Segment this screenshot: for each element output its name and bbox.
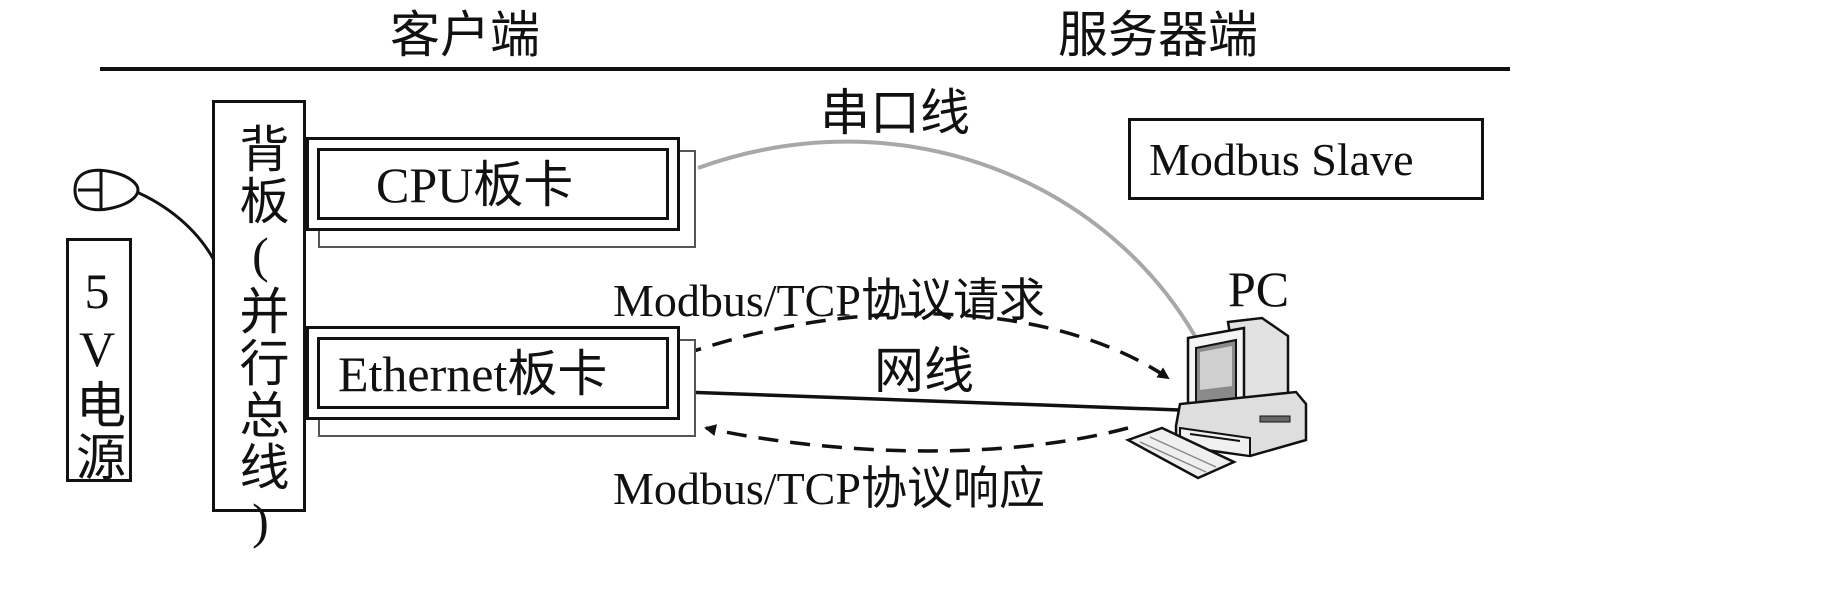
backplane-box: 背板(并行总线) — [212, 100, 306, 551]
serial-cable-line — [697, 139, 1202, 346]
power-cord — [131, 188, 217, 263]
tcp-request-label: Modbus/TCP协议请求 — [613, 275, 1045, 326]
network-cable-line — [682, 390, 1181, 412]
pc-label: PC — [1228, 261, 1290, 317]
tcp-response-label: Modbus/TCP协议响应 — [613, 463, 1045, 514]
request-arrow — [681, 312, 1170, 380]
pc-computer-icon — [1124, 316, 1308, 480]
modbus-slave-box: Modbus Slave — [1128, 118, 1484, 200]
power-supply-box: 5V电源 — [66, 238, 132, 483]
modbus-slave-label: Modbus Slave — [1149, 134, 1414, 185]
cpu-card: CPU板卡 — [306, 137, 680, 231]
serial-cable-label: 串口线 — [820, 85, 970, 141]
response-arrow — [704, 424, 1129, 453]
power-plug-icon — [73, 168, 140, 212]
ethernet-card-label: Ethernet板卡 — [338, 346, 608, 402]
network-cable-label: 网线 — [874, 343, 974, 399]
cpu-card-inner: CPU板卡 — [317, 148, 669, 220]
client-side-label: 客户端 — [390, 7, 540, 63]
cpu-card-label: CPU板卡 — [376, 157, 574, 213]
server-side-label: 服务器端 — [1058, 7, 1258, 63]
ethernet-card-inner: Ethernet板卡 — [317, 337, 669, 409]
backplane-label: 背板(并行总线) — [232, 123, 289, 551]
power-supply-label: 5V电源 — [69, 263, 125, 483]
ethernet-card: Ethernet板卡 — [306, 326, 680, 420]
